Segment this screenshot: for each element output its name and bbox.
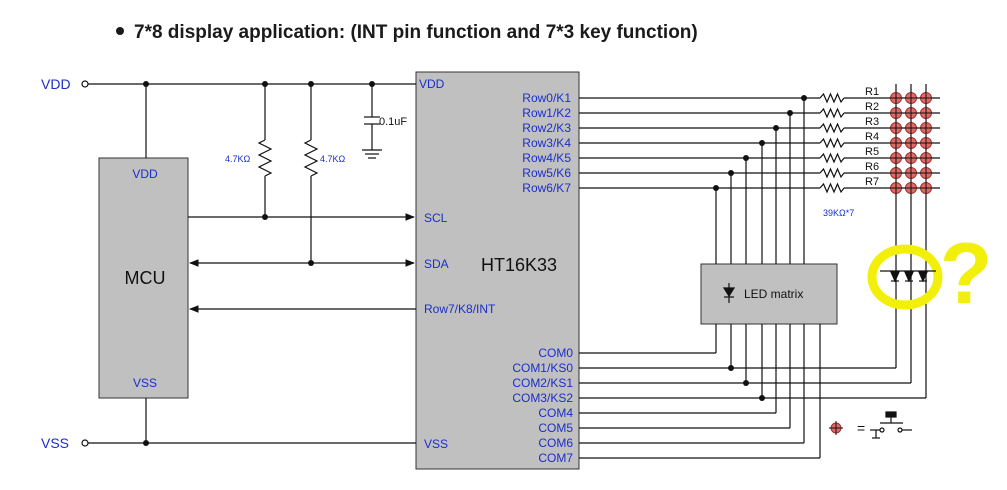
row-resistor-label: R6 [865, 161, 879, 173]
row-pin-label: Row5/K6 [522, 166, 571, 180]
highlight-annotation: ? [867, 226, 993, 322]
row-resistor-label: R7 [865, 176, 879, 188]
vdd-rail-label: VDD [41, 76, 71, 92]
com-pin-label: COM0 [538, 346, 573, 360]
led-matrix-block [700, 263, 838, 325]
com-junction [743, 380, 749, 386]
ht16k33-chip [415, 71, 580, 470]
vss-rail-label: VSS [41, 435, 69, 451]
diagram-title: 7*8 display application: (INT pin functi… [116, 22, 698, 44]
mcu-block [98, 157, 189, 399]
row-pin-label: Row1/K2 [522, 106, 571, 120]
row-junction [728, 170, 734, 176]
row-junction [759, 140, 765, 146]
vss-rail [81, 398, 416, 447]
row-resistor [819, 167, 845, 179]
diagram-title-text: 7*8 display application: (INT pin functi… [134, 22, 698, 43]
row-pin-label: Row0/K1 [522, 91, 571, 105]
com-pin-label: COM6 [538, 436, 573, 450]
mcu-vss-label: VSS [133, 376, 157, 390]
com-pin-label: COM3/KS2 [512, 391, 573, 405]
capacitor-label: 0.1uF [379, 116, 407, 128]
com-pin-label: COM4 [538, 406, 573, 420]
pullup-resistor-right [303, 139, 319, 263]
row-resistor-label: R3 [865, 116, 879, 128]
row-junctions [713, 95, 807, 191]
row-resistor [819, 92, 845, 104]
com-pin-labels: COM0COM1/KS0COM2/KS1COM3/KS2COM4COM5COM6… [512, 346, 573, 465]
row-resistor-label: R2 [865, 101, 879, 113]
row-resistor [819, 107, 845, 119]
row-resistor-value: 39KΩ*7 [823, 208, 854, 218]
row-junction [801, 95, 807, 101]
row-pin-label: Row2/K3 [522, 121, 571, 135]
sda-junction [308, 260, 314, 266]
row-resistor-label: R1 [865, 86, 879, 98]
com-pin-label: COM5 [538, 421, 573, 435]
rail-junctions [143, 81, 375, 446]
row-resistor [819, 122, 845, 134]
row-lines [579, 92, 940, 264]
row-junction [713, 185, 719, 191]
row-junction [773, 125, 779, 131]
row-resistor [819, 182, 845, 194]
com-junction [728, 365, 734, 371]
legend-equals: = [857, 420, 865, 436]
com-junctions [728, 365, 765, 401]
chip-vdd-label: VDD [419, 77, 445, 91]
com-pin-label: COM7 [538, 451, 573, 465]
key-switch-legend: = [829, 411, 912, 439]
capacitor-symbol [362, 116, 382, 159]
key-switch-grid [890, 92, 932, 194]
bullet-icon [116, 26, 124, 35]
row-junction [743, 155, 749, 161]
row-resistor-label: R5 [865, 146, 879, 158]
row-pin-labels: Row0/K1Row1/K2Row2/K3Row3/K4Row4/K5Row5/… [522, 91, 571, 195]
pullup-resistor-left [257, 139, 273, 217]
push-button-icon [870, 411, 912, 439]
row-resistor-label: R4 [865, 131, 879, 143]
chip-int-label: Row7/K8/INT [424, 302, 496, 316]
chip-scl-label: SCL [424, 211, 448, 225]
row-pin-label: Row4/K5 [522, 151, 571, 165]
mcu-label: MCU [125, 268, 166, 288]
chip-sda-label: SDA [424, 257, 449, 271]
row-resistor [819, 137, 845, 149]
question-mark: ? [940, 226, 993, 322]
row-junction [787, 110, 793, 116]
row-pin-label: Row3/K4 [522, 136, 571, 150]
com-pin-label: COM2/KS1 [512, 376, 573, 390]
row-resistor [819, 152, 845, 164]
led-diode-icon [722, 283, 736, 303]
diode-trio [880, 270, 936, 283]
led-matrix-label: LED matrix [744, 287, 803, 301]
mcu-vdd-label: VDD [132, 167, 158, 181]
chip-vss-label: VSS [424, 437, 448, 451]
pullup-left-label: 4.7KΩ [225, 154, 251, 164]
scl-junction [262, 214, 268, 220]
vdd-rail [81, 80, 416, 158]
pullup-right-label: 4.7KΩ [320, 154, 346, 164]
com-pin-label: COM1/KS0 [512, 361, 573, 375]
chip-name: HT16K33 [481, 255, 557, 275]
com-junction [759, 395, 765, 401]
row-pin-label: Row6/K7 [522, 181, 571, 195]
